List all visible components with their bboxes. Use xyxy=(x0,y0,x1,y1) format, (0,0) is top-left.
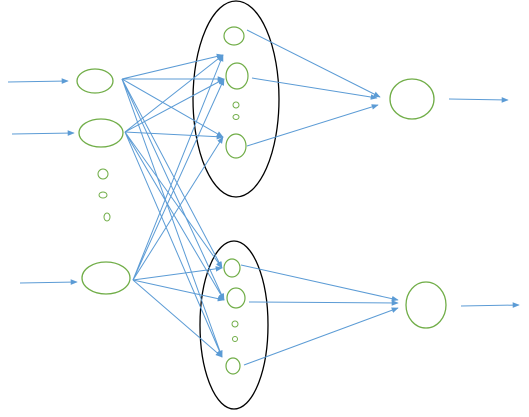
connection-arrow xyxy=(248,300,399,306)
ellipsis-dot xyxy=(97,168,109,180)
hidden-node xyxy=(226,287,246,309)
output-arrow xyxy=(460,302,520,308)
connection-arrow xyxy=(121,78,224,138)
connections xyxy=(7,29,520,366)
connection-arrow xyxy=(246,104,379,147)
connection-arrow xyxy=(121,78,225,301)
output-node xyxy=(389,78,435,120)
ellipsis-dot xyxy=(232,114,240,120)
ellipsis-dot xyxy=(231,320,239,328)
input-arrow xyxy=(7,78,69,84)
input-node xyxy=(81,261,131,295)
input-node xyxy=(76,68,114,94)
hidden-node xyxy=(223,258,241,278)
connection-arrow xyxy=(243,307,399,366)
connection-arrow xyxy=(132,266,223,281)
ellipsis-dot xyxy=(232,336,238,342)
hidden-node xyxy=(225,62,249,90)
connection-arrow xyxy=(240,264,399,302)
output-node xyxy=(405,281,447,329)
input-arrow xyxy=(19,279,78,285)
hidden-group-1-outline xyxy=(192,0,280,198)
input-arrow xyxy=(11,130,75,136)
connection-arrow xyxy=(121,78,223,269)
nodes xyxy=(76,26,447,375)
hidden-node xyxy=(225,133,247,159)
connection-arrow xyxy=(246,29,381,98)
connection-arrow xyxy=(132,78,225,281)
ellipsis-dot xyxy=(103,212,111,222)
hidden-node xyxy=(225,357,241,375)
connection-arrow xyxy=(124,131,224,140)
ellipsis-dot xyxy=(232,101,240,109)
connection-arrow xyxy=(132,279,223,358)
connection-arrow xyxy=(124,131,223,269)
connection-arrow xyxy=(124,78,225,133)
input-node xyxy=(78,118,124,148)
connection-arrow xyxy=(124,131,225,301)
hidden-node xyxy=(223,26,245,46)
connection-arrow xyxy=(124,54,224,133)
group-enclosures xyxy=(192,0,280,410)
connection-arrow xyxy=(124,131,223,358)
connection-arrow xyxy=(251,77,378,100)
connection-arrow xyxy=(121,53,224,80)
output-arrow xyxy=(448,97,509,103)
hidden-group-2-outline xyxy=(199,240,269,410)
ellipsis-dot xyxy=(98,191,108,199)
connection-arrow xyxy=(132,54,224,281)
connection-arrow xyxy=(132,136,224,281)
connection-arrow xyxy=(132,279,225,302)
